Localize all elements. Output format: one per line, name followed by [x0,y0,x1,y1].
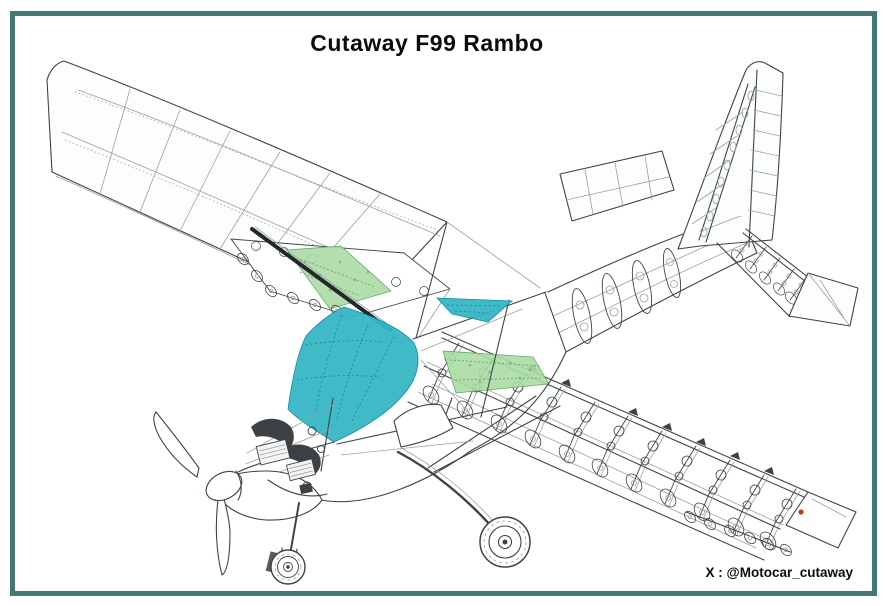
left-stabilizer [559,150,675,222]
figure-title: Cutaway F99 Rambo [310,30,544,56]
rudder [747,89,783,217]
right-wingtip [785,491,857,549]
tail [559,61,859,327]
fuselage-frames [571,248,682,344]
propeller-blade-lower [215,498,231,576]
left-wing [46,60,541,339]
pilot-seat [393,403,454,448]
left-wing-strut [250,226,394,332]
nose-gear [265,502,306,585]
right-wing [407,331,857,561]
right-wing-tank-panel [442,350,550,394]
engine-cylinder [285,458,316,482]
spinner [205,470,243,502]
propeller [153,411,243,576]
aileron-ribs [681,508,795,559]
main-gear [396,447,531,568]
wingtip-light [798,509,804,515]
right-stabilizer [716,228,859,327]
wing-root-highlight [436,297,514,323]
windshield-highlight [287,306,419,443]
attribution: X : @Motocar_cutaway [705,565,853,580]
engine-cylinder [255,438,291,466]
vertical-fin [677,61,784,250]
right-elevator [788,272,859,327]
propeller-blade-upper [153,411,200,478]
